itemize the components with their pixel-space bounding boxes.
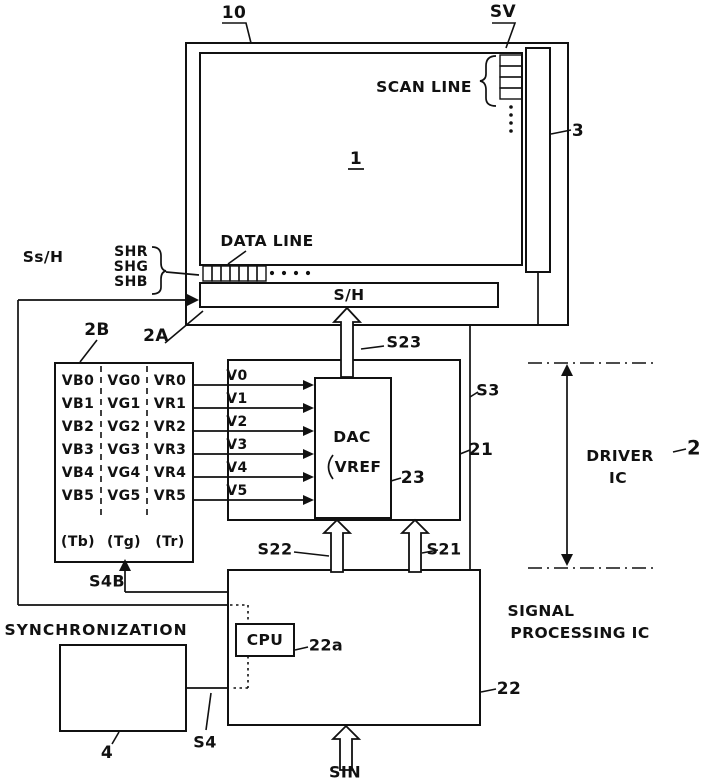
table-cell: VG4 <box>107 465 141 481</box>
vref-label: VREF <box>334 458 382 476</box>
ref-label-22: 22 <box>496 679 522 699</box>
data-line-cells <box>202 265 267 282</box>
table-cell: VG0 <box>107 373 141 389</box>
table-cell: VB0 <box>61 373 95 389</box>
cpu-box-outline <box>235 623 295 657</box>
table-cell: VB4 <box>61 465 95 481</box>
scan-line-label: SCAN LINE <box>376 78 472 96</box>
table-column-dividers <box>100 366 148 520</box>
s4b-signal-label: S4B <box>88 571 126 591</box>
block-arrows <box>321 306 431 771</box>
table-footer-cell: (Tb) <box>61 534 95 550</box>
dac-23-outline <box>314 377 392 519</box>
ref-label-1: 1 <box>349 149 363 169</box>
ref-label-10: 10 <box>221 3 247 23</box>
sample-hold-label: S/H <box>333 286 365 304</box>
v1-label: V1 <box>226 391 248 407</box>
signal-ic-label-line1: SIGNAL <box>507 602 575 620</box>
v5-label: V5 <box>226 483 248 499</box>
cpu-label: CPU <box>246 631 284 649</box>
ref-label-2a: 2A <box>143 326 169 346</box>
table-footer-cell: (Tr) <box>155 534 185 550</box>
s23-block-arrow <box>331 306 363 378</box>
data-line-label: DATA LINE <box>220 232 314 250</box>
s3-signal-label: S3 <box>476 380 500 400</box>
shr-label: SHR <box>114 244 148 260</box>
voltage-table-outline <box>54 362 194 563</box>
ref-label-3: 3 <box>571 121 585 141</box>
table-cell: VG3 <box>107 442 141 458</box>
table-cell: VB1 <box>61 396 95 412</box>
scan-line-brace <box>479 55 497 107</box>
box-4-outline <box>59 644 187 732</box>
signal-processing-22-outline <box>227 569 481 726</box>
v3-label: V3 <box>226 437 248 453</box>
driver-ic-label-line2: IC <box>609 469 627 487</box>
ref-label-22a: 22a <box>308 635 344 655</box>
v4-label: V4 <box>226 460 248 476</box>
synchronization-label: SYNCHRONIZATION <box>4 621 188 639</box>
s22-signal-label: S22 <box>257 539 293 559</box>
sin-block-arrow <box>330 724 362 771</box>
s23-signal-label: S23 <box>386 332 422 352</box>
table-cell: VR0 <box>153 373 187 389</box>
table-cell: VB5 <box>61 488 95 504</box>
table-cell: VR2 <box>153 419 187 435</box>
table-cell: VB2 <box>61 419 95 435</box>
display-panel-1-outline <box>199 52 523 266</box>
table-cell: VR4 <box>153 465 187 481</box>
sample-hold-outline <box>199 282 499 308</box>
ref-label-21: 21 <box>468 440 494 460</box>
leader-lines <box>79 22 687 745</box>
connector-lines <box>17 168 568 689</box>
ellipsis-dots <box>269 105 513 276</box>
display-module-10-outline <box>185 42 569 326</box>
signal-ic-label-line2: PROCESSING IC <box>510 624 650 642</box>
scan-driver-3-outline <box>525 47 551 273</box>
table-cell: VR5 <box>153 488 187 504</box>
shb-label: SHB <box>114 274 148 290</box>
vref-paren <box>327 454 334 480</box>
shr-shg-shb-brace <box>151 246 167 295</box>
table-cell: VG1 <box>107 396 141 412</box>
s21-signal-label: S21 <box>426 539 462 559</box>
dac-label: DAC <box>333 428 371 446</box>
table-cell: VB3 <box>61 442 95 458</box>
driver-ic-label-line1: DRIVER <box>586 447 654 465</box>
s4-signal-label: S4 <box>193 732 217 752</box>
table-footer-cell: (Tg) <box>107 534 141 550</box>
s21-block-arrow <box>399 518 431 573</box>
s22-block-arrow <box>321 518 353 573</box>
table-cell: VR3 <box>153 442 187 458</box>
ref-label-2b: 2B <box>84 320 110 340</box>
table-cell: VG5 <box>107 488 141 504</box>
v0-label: V0 <box>226 368 248 384</box>
scan-line-cells <box>499 54 523 100</box>
ref-label-23: 23 <box>400 468 426 488</box>
braces <box>151 55 497 480</box>
v2-label: V2 <box>226 414 248 430</box>
ref-label-4: 4 <box>100 743 114 763</box>
ic-boundary-lines <box>528 362 658 569</box>
ssh-signal-label: Ss/H <box>22 248 64 266</box>
sin-signal-label: SIN <box>328 762 362 782</box>
sv-label: SV <box>489 2 517 22</box>
arrowheads <box>119 294 573 571</box>
ref-label-2: 2 <box>687 436 701 460</box>
shg-label: SHG <box>113 259 149 275</box>
table-cell: VR1 <box>153 396 187 412</box>
cpu-dotted-connections <box>230 604 249 689</box>
table-cell: VG2 <box>107 419 141 435</box>
